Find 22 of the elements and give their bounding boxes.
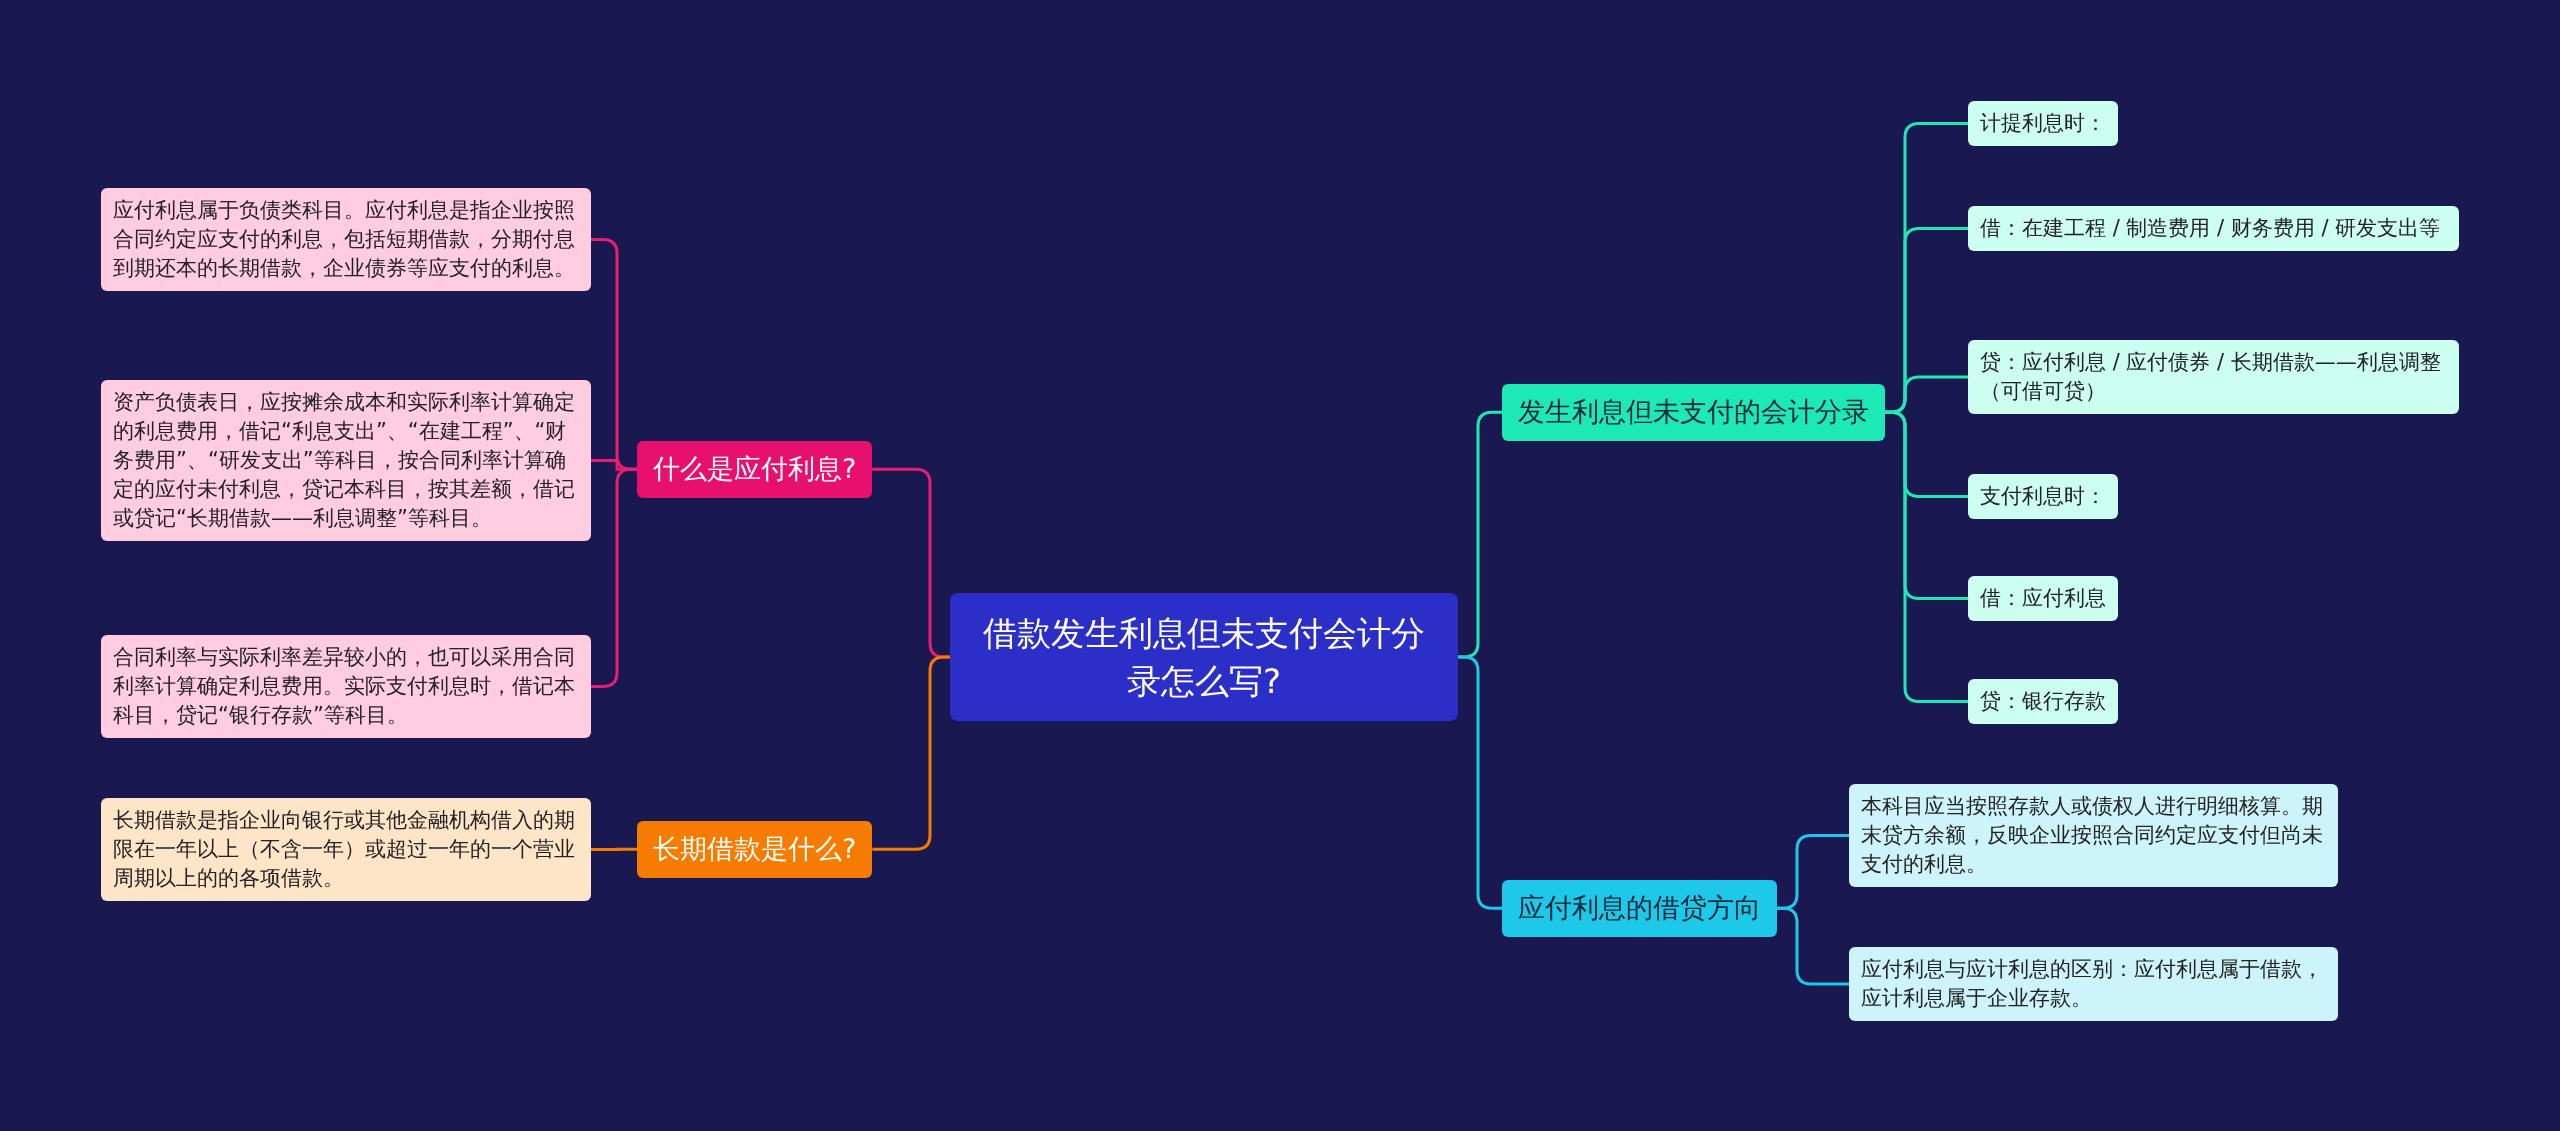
branch-topic: 发生利息但未支付的会计分录 bbox=[1502, 384, 1885, 441]
connector-line bbox=[1458, 655, 1502, 910]
connector-line bbox=[591, 847, 637, 851]
entry-card: 贷：银行存款 bbox=[1968, 679, 2118, 724]
entry-card: 支付利息时： bbox=[1968, 474, 2118, 519]
connector-line bbox=[1885, 410, 1968, 703]
connector-line bbox=[872, 655, 950, 851]
branch-topic: 长期借款是什么? bbox=[637, 821, 873, 878]
note-card: 长期借款是指企业向银行或其他金融机构借入的期限在一年以上（不含一年）或超过一年的一个营业周期以上的的各项借款。 bbox=[101, 798, 591, 901]
entry-card: 借：在建工程 / 制造费用 / 财务费用 / 研发支出等 bbox=[1968, 206, 2459, 251]
note-card: 应付利息属于负债类科目。应付利息是指企业按照合同约定应支付的利息，包括短期借款，分期付息到期还本的长期借款，企业债券等应支付的利息。 bbox=[101, 188, 591, 291]
note-card: 应付利息与应计利息的区别：应付利息属于借款，应计利息属于企业存款。 bbox=[1849, 947, 2338, 1021]
branch-topic: 应付利息的借贷方向 bbox=[1502, 880, 1777, 937]
entry-card: 计提利息时： bbox=[1968, 101, 2118, 146]
note-card: 本科目应当按照存款人或债权人进行明细核算。期末贷方余额，反映企业按照合同约定应支付但尚未支付的利息。 bbox=[1849, 784, 2338, 887]
branch-topic: 什么是应付利息? bbox=[637, 441, 873, 498]
entry-card: 贷：应付利息 / 应付债券 / 长期借款——利息调整（可借可贷） bbox=[1968, 340, 2459, 414]
note-card: 合同利率与实际利率差异较小的，也可以采用合同利率计算确定利息费用。实际支付利息时，借记本科目，贷记“银行存款”等科目。 bbox=[101, 635, 591, 738]
connector-line bbox=[1777, 906, 1849, 986]
root-topic: 借款发生利息但未支付会计分录怎么写? bbox=[950, 593, 1458, 721]
note-card: 资产负债表日，应按摊余成本和实际利率计算确定的利息费用，借记“利息支出”、“在建工程”、“财务费用”、“研发支出”等科目，按合同利率计算确定的应付未付利息，贷记本科目，按其差额，借记或贷记“长期借款——利息调整”等科目。 bbox=[101, 380, 591, 541]
entry-card: 借：应付利息 bbox=[1968, 576, 2118, 621]
